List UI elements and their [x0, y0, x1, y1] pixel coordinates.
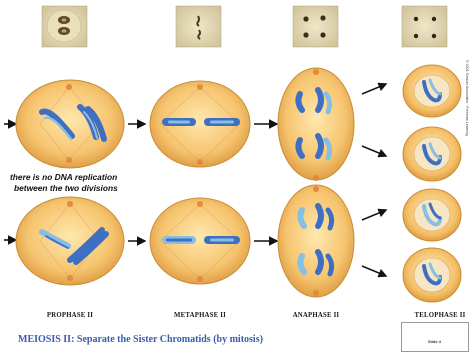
cell-telophase-1	[403, 65, 461, 117]
cell-prophase-bottom	[16, 197, 124, 285]
caption-subtitle: Separate the Sister Chromatids (by mitos…	[77, 334, 263, 345]
arrow-anaphase-to-telophase-2	[362, 146, 386, 156]
caption-title: MEIOSIS II:	[18, 334, 74, 345]
cell-anaphase-bottom	[278, 185, 354, 297]
label-metaphase: METAPHASE II	[174, 312, 226, 319]
cell-prophase-top	[16, 80, 124, 168]
slide-number: Slide 4	[428, 339, 441, 344]
label-telophase: TELOPHASE II	[415, 312, 466, 319]
cell-telophase-3	[403, 189, 461, 241]
label-prophase: PROPHASE II	[47, 312, 93, 319]
arrow-anaphase-to-telophase-1	[362, 84, 386, 94]
note-line-1: there is no DNA replication	[10, 172, 117, 182]
cell-anaphase-top	[278, 68, 354, 181]
micrograph-anaphase	[293, 6, 338, 47]
cell-telophase-2	[403, 127, 461, 181]
arrow-anaphase-to-telophase-4	[362, 266, 386, 276]
cell-metaphase-bottom	[150, 198, 250, 284]
slide-number-box	[401, 322, 469, 352]
slide-caption: MEIOSIS II: Separate the Sister Chromati…	[18, 334, 263, 345]
label-anaphase: ANAPHASE II	[293, 312, 340, 319]
cell-metaphase-top	[150, 81, 250, 167]
micrograph-metaphase	[176, 6, 221, 47]
cell-telophase-4	[403, 248, 461, 302]
note-line-2: between the two divisions	[14, 183, 118, 193]
micrograph-prophase	[42, 6, 87, 47]
arrow-anaphase-to-telophase-3	[362, 210, 386, 220]
micrograph-telophase	[402, 6, 447, 47]
copyright-credit: © 2001 Sinauer Associates · Freeman Lear…	[465, 60, 469, 136]
